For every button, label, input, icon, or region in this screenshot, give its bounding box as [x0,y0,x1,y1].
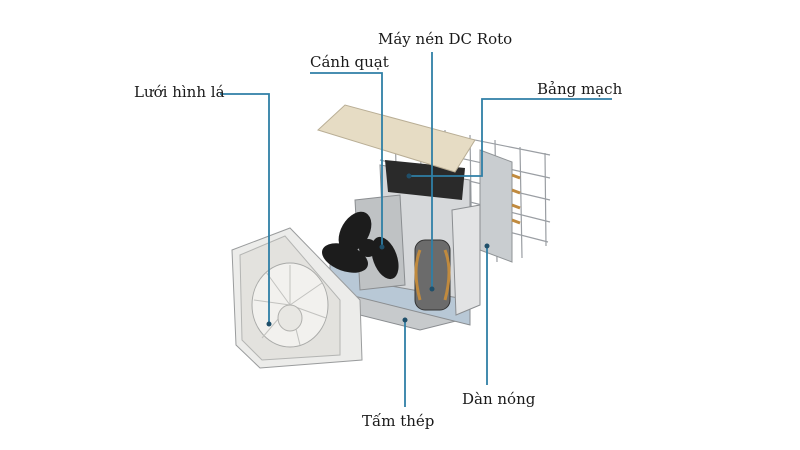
label-steel-plate: Tấm thép [362,412,435,430]
board-housing [385,160,465,200]
leader-fan-blade [310,72,383,246]
leader-dots [266,173,490,327]
front-grille [231,227,363,369]
copper-pipes [511,173,521,225]
label-fan-blade: Cánh quạt [310,53,389,71]
leader-leaf-grille [220,93,270,323]
label-circuit-board: Bảng mạch [537,80,623,98]
leader-circuit-board [410,98,612,177]
side-panel [451,204,481,316]
label-compressor: Máy nén DC Roto [378,30,513,48]
fan-blade [322,211,399,280]
label-condenser: Dàn nóng [462,390,536,408]
top-panel [317,104,476,173]
label-leaf-grille: Lưới hình lá [134,83,225,101]
leader-lines [220,52,612,407]
